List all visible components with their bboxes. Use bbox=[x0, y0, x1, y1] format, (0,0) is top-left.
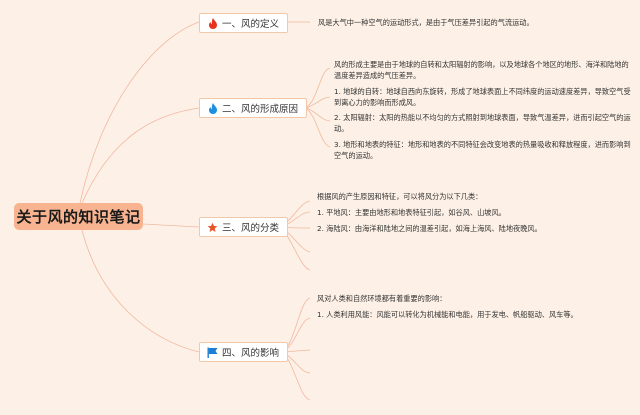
star-icon bbox=[207, 222, 218, 233]
leaf-text[interactable]: 1. 平地风：主要由地形和地表特征引起，如谷风、山坡风。 bbox=[317, 208, 506, 217]
leaf-text[interactable]: 1. 人类利用风能：风能可以转化为机械能和电能，用于发电、帆船驱动、风车等。 bbox=[317, 310, 578, 319]
branch-impact[interactable]: 四、风的影响 bbox=[199, 342, 289, 362]
leaf-text[interactable]: 根据风的产生原因和特征，可以将风分为以下几类： bbox=[317, 192, 483, 201]
leaf-text[interactable]: 3. 地形和地表的特征：地形和地表的不同特征会改变地表的热量吸收和释放程度，进而… bbox=[334, 140, 631, 160]
branch-label: 四、风的影响 bbox=[222, 348, 280, 359]
leaf-text[interactable]: 风的形成主要是由于地球的自转和太阳辐射的影响，以及地球各个地区的地形、海洋和陆地… bbox=[334, 60, 629, 80]
branch-classification[interactable]: 三、风的分类 bbox=[199, 217, 289, 237]
leaf-text[interactable]: 风是大气中一种空气的运动形式，是由于气压差异引起的气流运动。 bbox=[318, 18, 534, 27]
fire-blue-icon bbox=[207, 102, 218, 114]
leaf-text[interactable]: 1. 地球的自转：地球自西向东旋转，形成了地球表面上不同纬度的运动速度差异，导致… bbox=[334, 87, 631, 107]
leaf-text[interactable]: 2. 海陆风：由海洋和陆地之间的温差引起，如海上海风、陆地夜晚风。 bbox=[317, 224, 542, 233]
branch-label: 一、风的定义 bbox=[222, 19, 280, 30]
fire-red-icon bbox=[207, 17, 218, 29]
flag-icon bbox=[207, 347, 218, 358]
root-title: 关于风的知识笔记 bbox=[16, 208, 141, 226]
leaf-text[interactable]: 风对人类和自然环境都有着重要的影响： bbox=[317, 294, 447, 303]
root-topic[interactable]: 关于风的知识笔记 bbox=[14, 203, 143, 230]
leaf-text[interactable]: 2. 太阳辐射：太阳的热能以不均匀的方式照射到地球表面，导致气温差异，进而引起空… bbox=[334, 113, 631, 133]
branch-definition[interactable]: 一、风的定义 bbox=[199, 13, 289, 33]
branch-formation-causes[interactable]: 二、风的形成原因 bbox=[199, 98, 308, 118]
branch-label: 二、风的形成原因 bbox=[222, 104, 299, 115]
branch-label: 三、风的分类 bbox=[222, 223, 280, 234]
